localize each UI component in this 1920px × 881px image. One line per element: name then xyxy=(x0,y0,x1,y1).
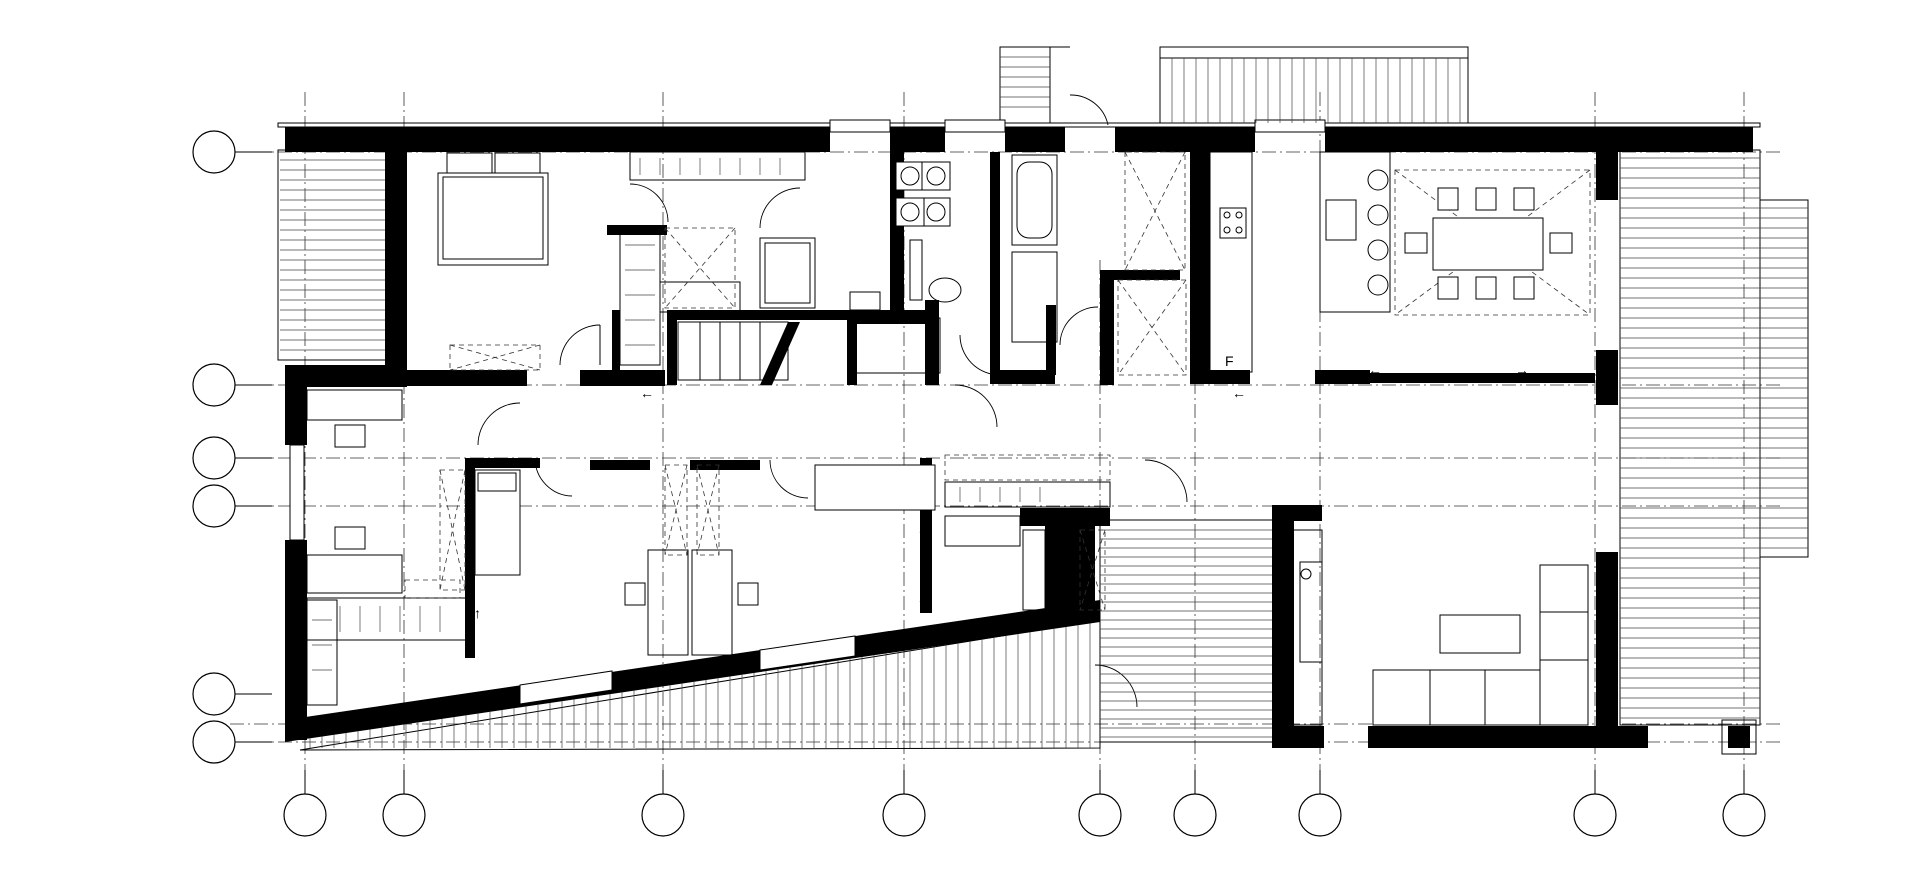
grid-bubble xyxy=(1173,793,1217,837)
right-terrace xyxy=(1619,149,1809,726)
arrow-left-3: ← xyxy=(1368,362,1382,378)
grid-bubble xyxy=(192,484,236,528)
hall-closets xyxy=(944,454,1111,611)
grid-bubbles-vertical xyxy=(192,130,272,764)
bathtub xyxy=(1011,154,1058,246)
dining-area xyxy=(1394,169,1591,316)
grid-bubble xyxy=(283,793,327,837)
arrow-up-2: ↑ xyxy=(918,525,925,541)
bathroom-master xyxy=(759,161,962,374)
interior-stair xyxy=(677,321,800,385)
grid-bubble xyxy=(382,793,426,837)
desk-kids xyxy=(814,464,936,511)
grid-bubbles-horizontal xyxy=(283,770,1766,837)
grid-bubble xyxy=(1078,793,1122,837)
double-bed xyxy=(442,176,544,260)
living-room xyxy=(1291,529,1589,726)
arrow-right-1: → xyxy=(1515,362,1529,378)
arrow-down-1: ↓ xyxy=(918,590,925,606)
terrace-hatching xyxy=(280,58,1808,748)
dining-table xyxy=(1432,217,1544,271)
arrow-up-1: ↑ xyxy=(474,605,481,621)
grid-bubble xyxy=(192,363,236,407)
grid-bubble xyxy=(192,672,236,716)
study xyxy=(306,389,473,706)
direction-arrows: ↑ ↑ ↓ ← ← ← → xyxy=(474,362,1529,621)
kids-bedroom xyxy=(439,464,936,656)
fridge-label: F xyxy=(1225,353,1234,369)
grid-bubble xyxy=(1298,793,1342,837)
deck xyxy=(1099,519,1276,743)
grid-bubble xyxy=(1722,793,1766,837)
left-terrace xyxy=(277,149,395,361)
arrow-left-2: ← xyxy=(1232,385,1246,401)
arrow-left-1: ← xyxy=(640,385,654,401)
bedroom xyxy=(437,152,549,371)
wardrobe-top xyxy=(619,151,806,366)
interior-walls xyxy=(407,152,1595,658)
kitchen: F xyxy=(1209,151,1391,373)
grid-bubble xyxy=(882,793,926,837)
grid-bubble xyxy=(192,130,236,174)
grid-bubble xyxy=(192,720,236,764)
top-terrace xyxy=(1159,46,1469,124)
grid-bubble xyxy=(641,793,685,837)
grid-bubble xyxy=(192,436,236,480)
exterior-walls xyxy=(277,119,1761,755)
grid-bubble xyxy=(1573,793,1617,837)
coffee-table xyxy=(1439,614,1521,654)
bathroom-2 xyxy=(1011,151,1187,376)
top-stair xyxy=(999,46,1070,124)
door-swings xyxy=(477,94,1188,708)
